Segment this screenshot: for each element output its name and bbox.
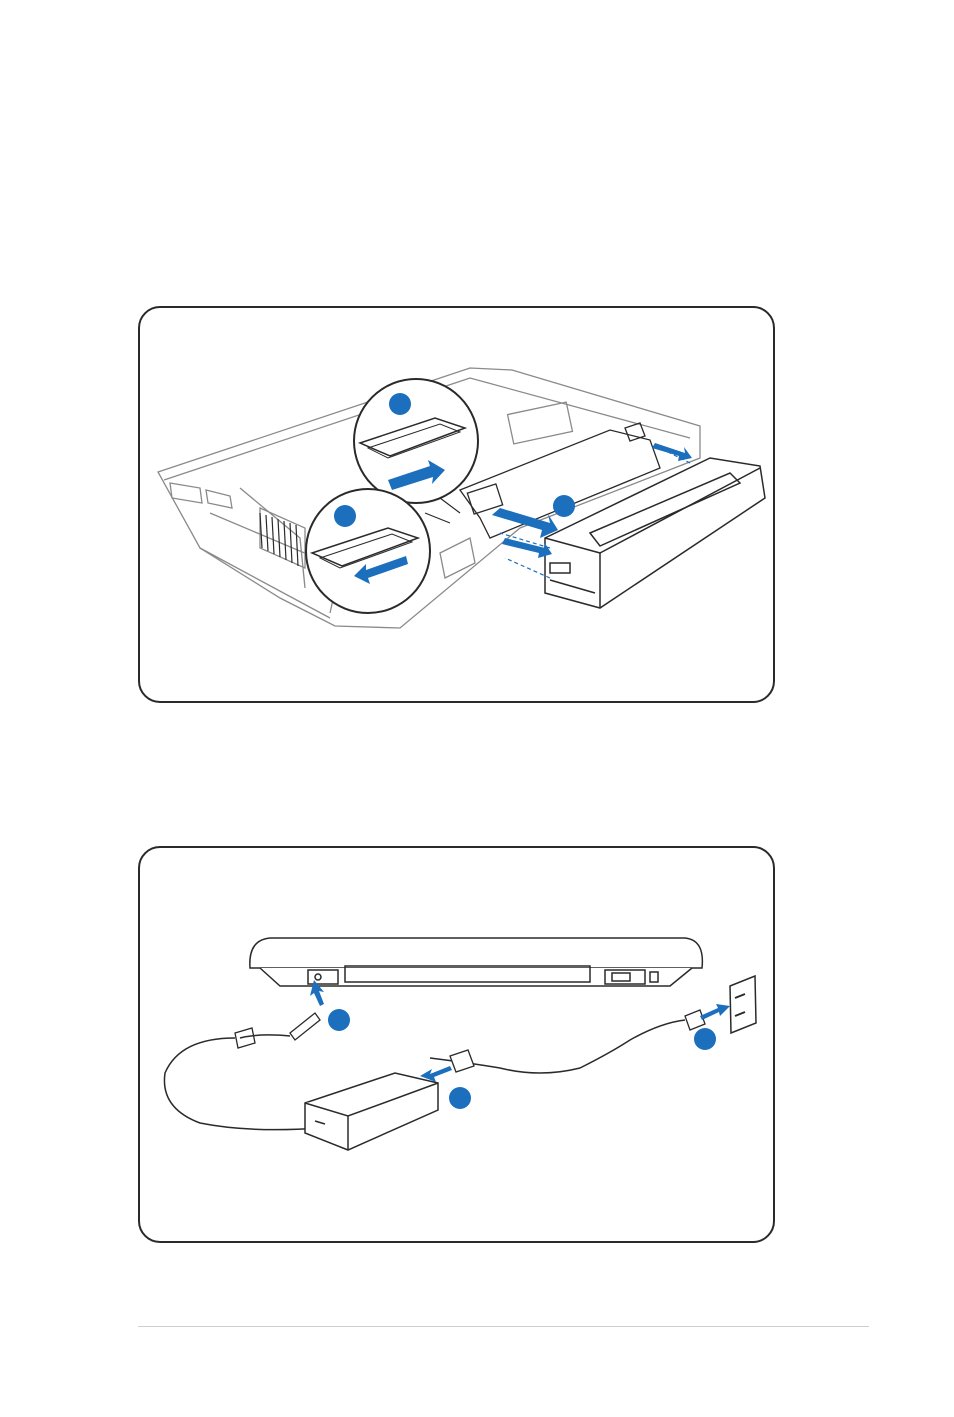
battery-latch-switch-icon [306,489,430,613]
battery-installation-illustration [140,308,773,701]
dc-plug-icon [235,1013,320,1048]
footer-divider [138,1326,869,1327]
laptop-rear-icon [250,938,703,986]
power-connection-illustration [140,848,773,1241]
step-marker [694,1028,716,1050]
battery-installation-figure [138,306,775,703]
step-marker [449,1087,471,1109]
ac-plug-icon [450,1010,705,1072]
step-marker [328,1009,350,1031]
battery-pack-icon [545,458,765,608]
wall-outlet-icon [730,976,756,1033]
connect-arrow-icon [700,1004,730,1020]
battery-lock-switch-icon [354,379,478,503]
step-marker [553,495,575,517]
power-adapter-icon [305,1073,438,1150]
power-connection-figure [138,846,775,1243]
